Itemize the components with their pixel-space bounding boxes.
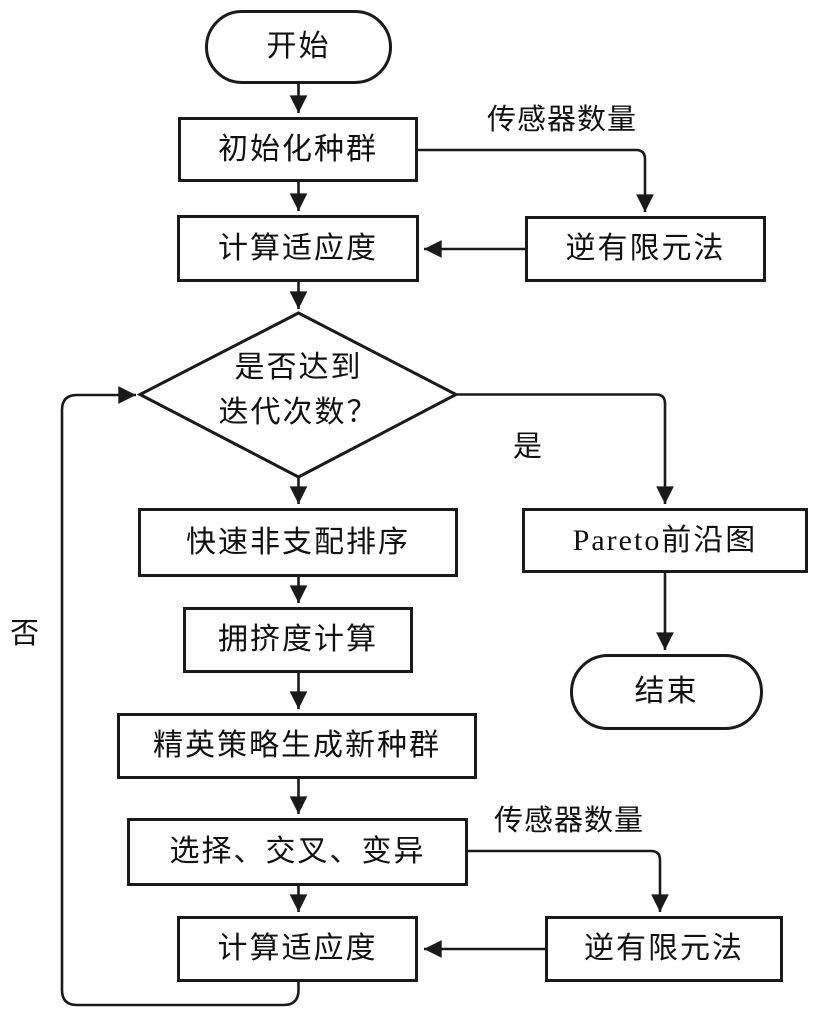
node-decision-label-line1: 是否达到 [234,351,363,384]
node-init-population: 初始化种群 [178,117,418,182]
node-inverse-fem-bottom: 逆有限元法 [545,916,783,982]
edge-label-sensor-count-top: 传感器数量 [487,104,638,136]
node-selection-crossover-mutation-label: 选择、交叉、变异 [169,835,426,868]
node-crowding-distance-label: 拥挤度计算 [218,623,378,656]
node-elite-strategy-label: 精英策略生成新种群 [153,729,441,762]
edge-label-yes: 是 [513,431,544,463]
node-end: 结束 [570,654,763,730]
node-decision-label: 是否达到 迭代次数？ [166,345,431,435]
node-start-label: 开始 [266,30,331,63]
node-inverse-fem-top: 逆有限元法 [525,216,766,282]
node-calc-fitness-top: 计算适应度 [177,215,419,282]
node-pareto-front: Pareto前沿图 [522,508,808,573]
node-pareto-front-label: Pareto前沿图 [572,523,758,557]
node-crowding-distance: 拥挤度计算 [183,607,413,673]
edge-decision-no-loop [60,386,300,1007]
node-fast-nondominated-sort-label: 快速非支配排序 [186,525,410,559]
node-calc-fitness-bottom-label: 计算适应度 [217,932,378,965]
node-decision-label-line2: 迭代次数？ [218,396,379,429]
node-inverse-fem-top-label: 逆有限元法 [565,232,726,265]
node-start: 开始 [205,10,392,84]
node-selection-crossover-mutation: 选择、交叉、变异 [127,818,468,886]
node-fast-nondominated-sort: 快速非支配排序 [138,508,458,577]
node-calc-fitness-bottom: 计算适应度 [177,916,418,982]
edge-decision-yes-to-pareto [456,393,674,504]
node-init-population-label: 初始化种群 [218,132,378,166]
edge-selection-to-inverse-fem-bottom [468,849,669,912]
edge-init-to-inverse-fem-top [418,148,654,212]
node-inverse-fem-bottom-label: 逆有限元法 [584,932,744,965]
node-decision-shape [136,311,460,479]
edge-label-sensor-count-bottom: 传感器数量 [494,805,645,837]
edge-label-no: 否 [10,618,41,650]
node-elite-strategy: 精英策略生成新种群 [117,713,477,779]
node-end-label: 结束 [634,675,699,708]
node-calc-fitness-top-label: 计算适应度 [218,231,378,265]
